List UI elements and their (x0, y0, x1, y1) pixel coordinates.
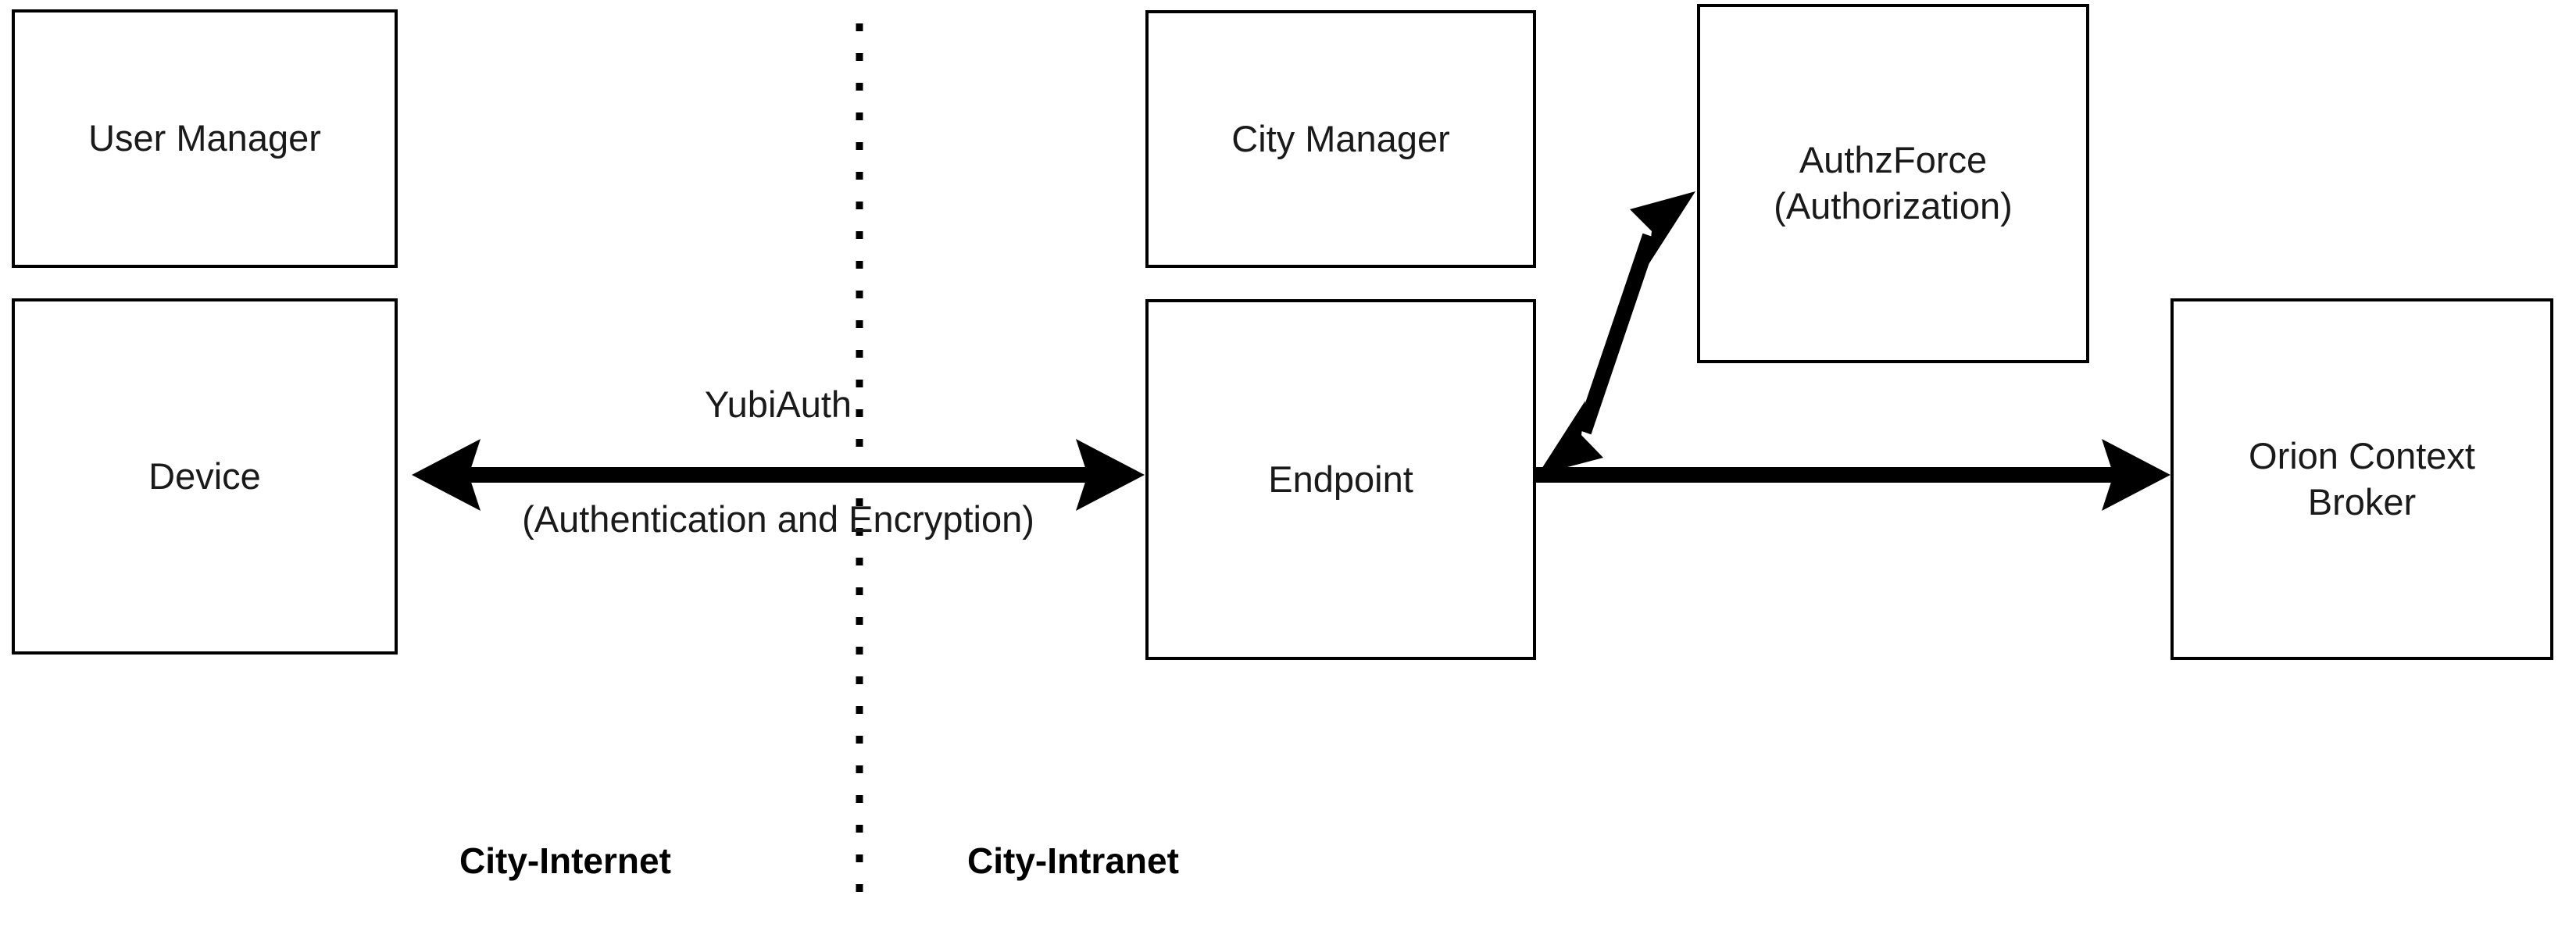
node-authzforce-label: AuthzForce (Authorization) (1774, 139, 2013, 227)
edge-label-authentication-encryption: (Authentication and Encryption) (522, 498, 1034, 540)
node-user-manager-label: User Manager (88, 117, 321, 159)
node-endpoint-label: Endpoint (1268, 458, 1413, 500)
edge-label-yubiauth: YubiAuth (704, 383, 852, 425)
node-orion-label: Orion Context Broker (2249, 434, 2475, 523)
node-user-manager[interactable]: User Manager (12, 9, 398, 268)
node-endpoint[interactable]: Endpoint (1145, 299, 1536, 660)
node-authzforce[interactable]: AuthzForce (Authorization) (1697, 4, 2089, 363)
node-orion[interactable]: Orion Context Broker (2170, 298, 2553, 660)
edge-endpoint-authzforce-arrow (1538, 191, 1695, 475)
edge-endpoint-orion-arrow (1536, 439, 2170, 511)
zone-label-city-internet: City-Internet (459, 840, 671, 881)
node-device[interactable]: Device (12, 298, 398, 655)
node-device-label: Device (148, 455, 261, 497)
node-city-manager[interactable]: City Manager (1145, 10, 1536, 268)
zone-label-city-intranet: City-Intranet (967, 840, 1179, 881)
node-city-manager-label: City Manager (1231, 117, 1450, 159)
